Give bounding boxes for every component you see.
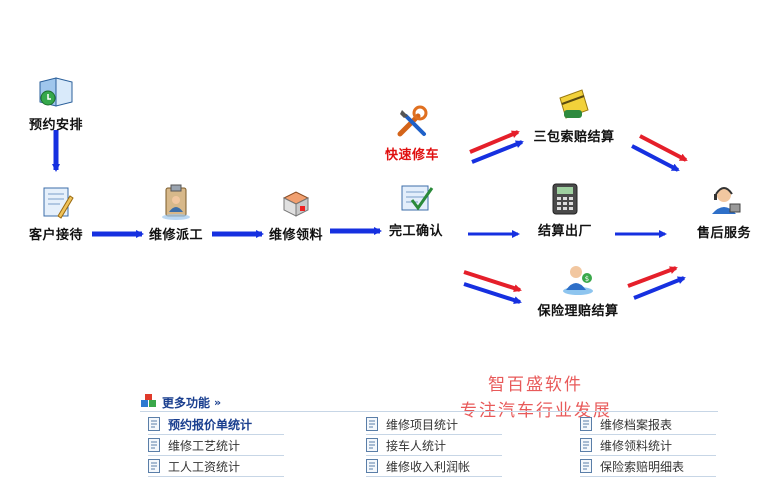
node-yuyue[interactable]: 预约安排 xyxy=(20,72,92,133)
link-label: 维修领料统计 xyxy=(600,438,673,453)
link-report[interactable]: 预约报价单统计 xyxy=(148,414,284,435)
link-label: 保险索赔明细表 xyxy=(600,459,685,474)
link-report[interactable]: 接车人统计 xyxy=(366,435,502,456)
node-label: 三包索赔结算 xyxy=(533,130,615,145)
document-icon xyxy=(580,438,592,452)
node-label: 维修派工 xyxy=(148,228,203,243)
document-icon xyxy=(580,459,592,473)
link-report[interactable]: 工人工资统计 xyxy=(148,456,284,477)
pos-terminal-icon xyxy=(552,183,578,215)
dispatch-clipboard-icon xyxy=(162,184,190,220)
arrow-low-red xyxy=(463,270,522,292)
more-functions-title: 更多功能 xyxy=(162,395,211,410)
arrow-low-blue xyxy=(463,282,522,304)
link-report[interactable]: 维修档案报表 xyxy=(580,414,716,435)
insurance-claim-icon: $ xyxy=(563,266,593,295)
node-label: 快速修车 xyxy=(384,148,439,163)
document-icon xyxy=(366,438,378,452)
link-label: 接车人统计 xyxy=(386,438,447,453)
arrow-down-blue xyxy=(631,144,680,172)
document-icon xyxy=(366,417,378,431)
link-report[interactable]: 维修收入利润帐 xyxy=(366,456,502,477)
node-label: 维修领料 xyxy=(268,228,323,243)
node-chuchang[interactable]: 结算出厂 xyxy=(526,178,604,239)
node-baoxian[interactable]: $ 保险理赔结算 xyxy=(528,258,628,319)
materials-box-icon xyxy=(282,191,310,217)
arrow-low2-red xyxy=(627,266,678,288)
link-report[interactable]: 维修项目统计 xyxy=(366,414,502,435)
node-label: 保险理赔结算 xyxy=(537,304,619,319)
node-label: 结算出厂 xyxy=(537,224,592,239)
document-icon xyxy=(366,459,378,473)
node-label: 完工确认 xyxy=(388,224,443,239)
node-label: 售后服务 xyxy=(696,226,751,241)
divider xyxy=(140,411,718,412)
warranty-claim-icon xyxy=(559,89,589,119)
links-column-2: 维修项目统计 接车人统计 维修收入利润帐 xyxy=(366,414,502,477)
links-column-1: 预约报价单统计 维修工艺统计 工人工资统计 xyxy=(148,414,284,477)
arrow-down-red xyxy=(639,134,688,162)
reception-form-icon xyxy=(43,187,74,219)
link-label: 维修档案报表 xyxy=(600,417,673,432)
node-label: 预约安排 xyxy=(28,118,83,133)
link-report[interactable]: 维修工艺统计 xyxy=(148,435,284,456)
node-shouhou[interactable]: 售后服务 xyxy=(690,180,758,241)
node-sanbao[interactable]: 三包索赔结算 xyxy=(528,84,620,145)
node-paigong[interactable]: 维修派工 xyxy=(140,182,212,243)
completion-check-icon xyxy=(401,185,434,211)
links-column-3: 维修档案报表 维修领料统计 保险索赔明细表 xyxy=(580,414,716,477)
appointment-book-icon xyxy=(39,77,73,107)
link-label: 预约报价单统计 xyxy=(168,417,253,432)
watermark-brand: 智百盛软件 xyxy=(488,375,583,395)
arrow-low2-blue xyxy=(633,276,686,300)
node-kehu[interactable]: 客户接待 xyxy=(20,182,92,243)
more-functions-header[interactable]: 更多功能 » xyxy=(140,393,221,411)
document-icon xyxy=(580,417,592,431)
link-label: 维修项目统计 xyxy=(386,417,459,432)
link-report[interactable]: 维修领料统计 xyxy=(580,435,716,456)
svg-text:$: $ xyxy=(585,275,589,283)
link-label: 工人工资统计 xyxy=(168,459,241,474)
link-label: 维修工艺统计 xyxy=(168,438,241,453)
document-icon xyxy=(148,417,160,431)
document-icon xyxy=(148,459,160,473)
blocks-icon xyxy=(141,394,156,407)
document-icon xyxy=(148,438,160,452)
link-report[interactable]: 保险索赔明细表 xyxy=(580,456,716,477)
arrow-up-blue xyxy=(471,140,524,164)
node-lingliao[interactable]: 维修领料 xyxy=(258,182,334,243)
node-wangong[interactable]: 完工确认 xyxy=(380,178,452,239)
wrench-screwdriver-icon xyxy=(397,105,428,137)
after-sales-service-icon xyxy=(712,187,741,214)
node-kuaisu[interactable]: 快速修车 xyxy=(374,102,450,163)
link-label: 维修收入利润帐 xyxy=(386,459,471,474)
arrow-up-red xyxy=(469,130,520,154)
double-chevron-icon: » xyxy=(214,395,222,409)
node-label: 客户接待 xyxy=(28,228,83,243)
